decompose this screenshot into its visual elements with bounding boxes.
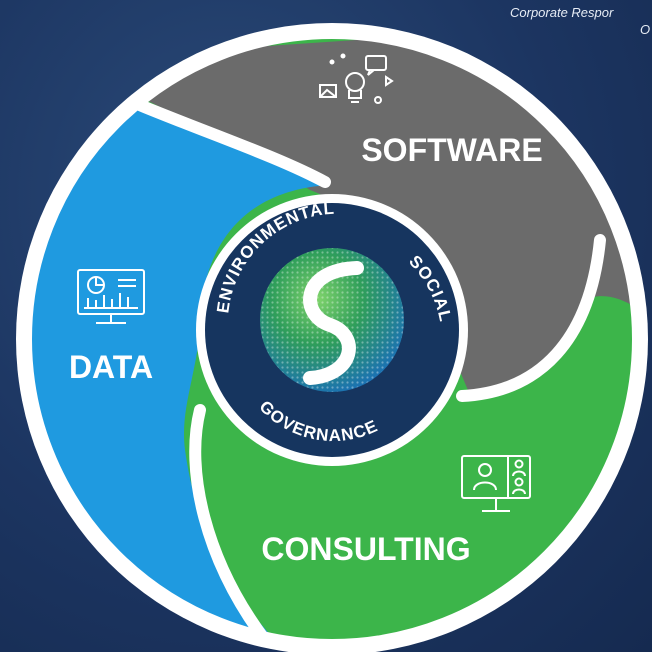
data-label: DATA	[69, 349, 153, 385]
caption-line-2: O	[640, 22, 651, 37]
software-label: SOFTWARE	[361, 132, 542, 168]
monitor-chart-icon	[77, 269, 145, 324]
caption-line-1: Corporate Respor	[510, 5, 614, 20]
page-caption: Corporate Respor O	[510, 4, 652, 38]
ideas-bulb-icon	[319, 53, 394, 104]
video-meeting-icon	[461, 455, 531, 512]
consulting-label: CONSULTING	[261, 531, 470, 567]
globe-logo-icon	[260, 248, 404, 392]
